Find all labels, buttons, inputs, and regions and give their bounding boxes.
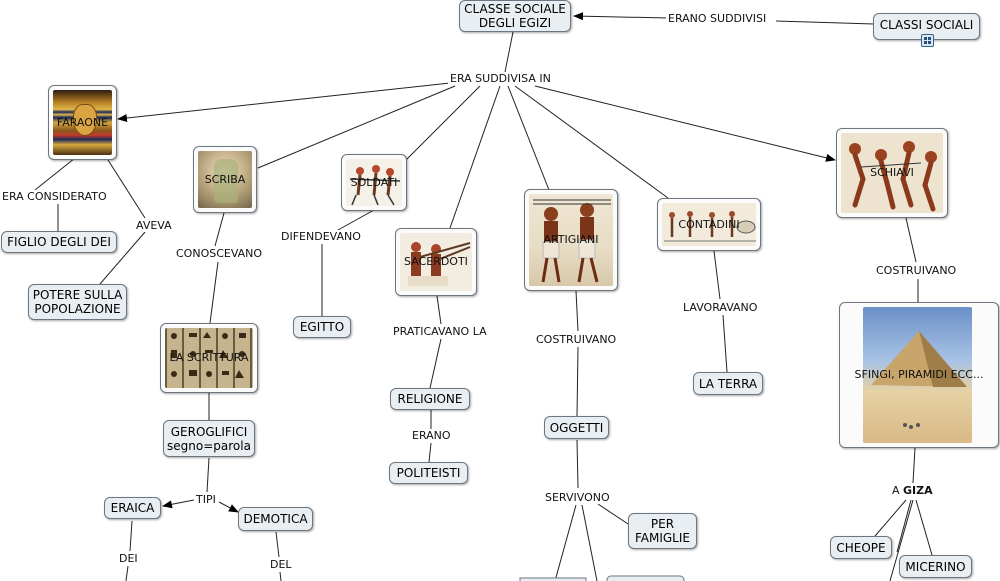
link-label-erano: ERANO <box>410 429 453 442</box>
node-la-scrittura-label: LA SCRITTURA <box>170 351 249 365</box>
link-label-costruivano-schiavi: COSTRUIVANO <box>874 264 958 277</box>
link-label-a-giza: A GIZA <box>890 484 935 497</box>
link-label-del: DEL <box>268 558 294 571</box>
node-politeisti[interactable]: POLITEISTI <box>389 462 468 484</box>
node-figlio-degli-dei[interactable]: FIGLIO DEGLI DEI <box>1 231 117 253</box>
node-scriba-label: SCRIBA <box>205 173 246 187</box>
link-label-era-considerato: ERA CONSIDERATO <box>0 190 109 203</box>
link-label-difendevano: DIFENDEVANO <box>279 230 363 243</box>
node-classe-sociale-degli-egizi[interactable]: CLASSE SOCIALE DEGLI EGIZI <box>459 0 571 32</box>
node-schiavi-label: SCHIAVI <box>870 166 914 180</box>
node-potere-sulla-popolazione[interactable]: POTERE SULLA POPOLAZIONE <box>28 284 127 320</box>
link-label-praticavano-la: PRATICAVANO LA <box>391 325 489 338</box>
node-sacerdoti[interactable]: SACERDOTI <box>395 228 477 296</box>
node-la-terra[interactable]: LA TERRA <box>693 372 763 395</box>
node-geroglifici[interactable]: GEROGLIFICI segno=parola <box>163 420 255 457</box>
link-label-erano-suddivisi: ERANO SUDDIVISI <box>666 12 768 25</box>
node-scriba[interactable]: SCRIBA <box>193 146 257 213</box>
node-oggetti[interactable]: OGGETTI <box>544 416 609 439</box>
link-label-lavoravano: LAVORAVANO <box>681 301 759 314</box>
link-label-aveva: AVEVA <box>134 219 174 232</box>
node-demotica[interactable]: DEMOTICA <box>238 507 313 531</box>
node-artigiani-label: ARTIGIANI <box>543 233 598 247</box>
node-classi-sociali-label: CLASSI SOCIALI <box>880 18 974 32</box>
node-religione[interactable]: RELIGIONE <box>390 388 470 410</box>
node-soldati[interactable]: SOLDATI <box>341 154 407 211</box>
node-soldati-label: SOLDATI <box>351 176 398 190</box>
node-faraone[interactable]: FARAONE <box>48 85 117 160</box>
node-la-scrittura[interactable]: LA SCRITTURA <box>160 323 258 393</box>
node-sfingi-piramidi-label: SFINGI, PIRAMIDI ECC... <box>855 368 984 382</box>
link-label-a: A <box>892 484 900 497</box>
node-per-famiglie[interactable]: PER FAMIGLIE <box>628 513 697 549</box>
link-label-costruivano-artigiani: COSTRUIVANO <box>534 333 618 346</box>
node-eraica[interactable]: ERAICA <box>104 497 161 519</box>
link-label-dei: DEI <box>117 552 140 565</box>
node-micerino[interactable]: MICERINO <box>899 555 972 578</box>
node-classi-sociali[interactable]: CLASSI SOCIALI <box>873 13 980 40</box>
node-faraone-label: FARAONE <box>57 116 108 130</box>
link-label-conoscevano: CONOSCEVANO <box>174 247 264 260</box>
node-contadini-label: CONTADINI <box>678 218 739 232</box>
link-label-era-suddivisa-in: ERA SUDDIVISA IN <box>448 72 553 85</box>
node-artigiani[interactable]: ARTIGIANI <box>524 189 618 291</box>
node-cheope[interactable]: CHEOPE <box>830 536 892 559</box>
node-egitto[interactable]: EGITTO <box>293 316 351 338</box>
link-label-giza: GIZA <box>903 484 933 497</box>
node-schiavi[interactable]: SCHIAVI <box>836 128 948 218</box>
link-label-servivono: SERVIVONO <box>543 491 612 504</box>
node-sfingi-piramidi[interactable]: SFINGI, PIRAMIDI ECC... <box>839 302 999 448</box>
link-label-tipi: TIPI <box>194 493 218 506</box>
resource-link-icon[interactable] <box>921 34 934 47</box>
node-contadini[interactable]: CONTADINI <box>657 198 761 251</box>
node-sacerdoti-label: SACERDOTI <box>404 255 468 269</box>
